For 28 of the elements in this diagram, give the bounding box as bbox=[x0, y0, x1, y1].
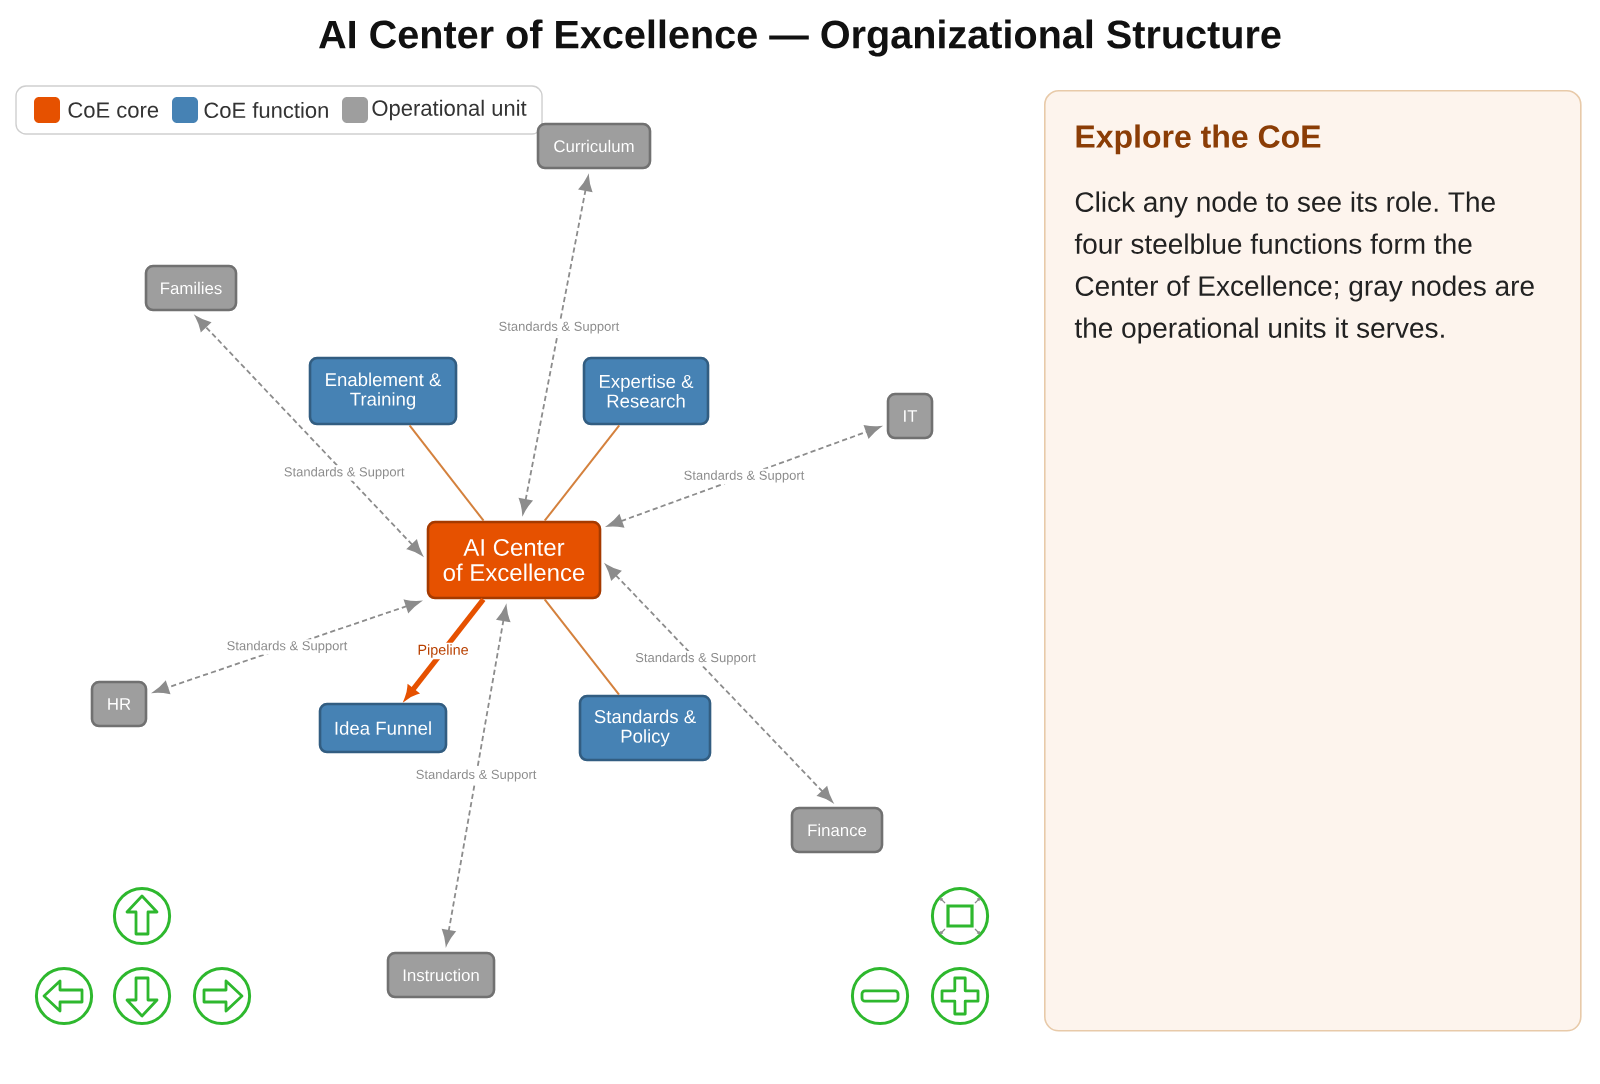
legend-label: CoE function bbox=[204, 101, 328, 119]
legend-label: Operational unit bbox=[372, 99, 527, 121]
unit-box: Instruction bbox=[386, 951, 496, 999]
dashed-double-arrow bbox=[195, 315, 423, 556]
dashed-double-arrow bbox=[607, 425, 881, 528]
panel-heading: Explore the CoE bbox=[1076, 124, 1321, 155]
legend-label: CoE core bbox=[68, 102, 159, 118]
title: AI Center of Excellence — Organizational Structure bbox=[319, 19, 1281, 57]
core-box: AI Center of Excellence bbox=[426, 520, 602, 600]
unit-box: Families bbox=[144, 264, 238, 312]
info-panel bbox=[1044, 90, 1582, 1032]
connector-line bbox=[543, 598, 621, 696]
arrow bbox=[404, 597, 486, 700]
connector-line bbox=[543, 424, 621, 522]
unit-box: Curriculum bbox=[536, 122, 652, 170]
unit-box: IT bbox=[886, 392, 934, 440]
function-box: Standards & Policy bbox=[578, 694, 712, 762]
function-box: Idea Funnel bbox=[318, 702, 448, 754]
connector-line bbox=[408, 424, 485, 522]
function-box: Enablement & Training bbox=[308, 356, 458, 426]
dashed-double-arrow bbox=[605, 564, 833, 803]
unit-box: Finance bbox=[790, 806, 884, 854]
dashed-double-arrow bbox=[518, 175, 593, 515]
function-box: Expertise & Research bbox=[582, 356, 710, 426]
dashed-double-arrow bbox=[442, 605, 511, 946]
unit-box: HR bbox=[90, 680, 148, 728]
dashed-double-arrow bbox=[153, 599, 421, 695]
panel-text: Click any node to see its role. The four steelblue functions form the Center of Excellence; gray nodes are the operational units it serves. bbox=[1074, 191, 1534, 344]
